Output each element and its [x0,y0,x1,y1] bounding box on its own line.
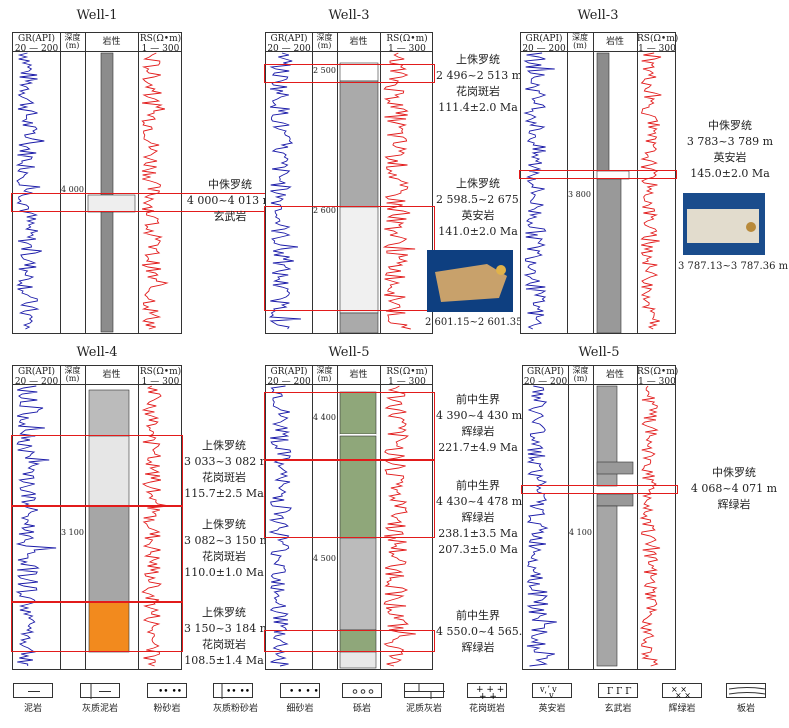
legend-item: 泥质灰岩 [404,683,445,714]
depth-label: 4 100 [569,528,592,537]
svg-text:+ + +: + + + [476,685,504,695]
highlight-interval [264,460,435,538]
depth-label: 4 500 [313,554,336,563]
mudstone-pattern-icon [13,683,53,698]
legend-item: • • • • 细砂岩 [280,683,320,714]
depth-label: 2 600 [313,206,336,215]
log-frame: GR(API)20 — 200 深度 (m) 岩性 RS(Ω•m)1 — 300… [520,32,678,334]
svg-text:+ +: + + [479,692,497,702]
svg-text:ʼ v: ʼ v [544,691,554,700]
legend-item: 泥岩 [13,683,53,714]
legend-item: •• •• 粉砂岩 [147,683,187,714]
gr-range: 20 — 200 [14,44,59,54]
highlight-interval [264,64,435,83]
panel-title: Well-4 [76,345,118,360]
legend-item: 砾岩 [342,683,382,714]
depth-label: 3 100 [61,528,84,537]
log-frame: GR(API)20 — 200 深度 (m) 岩性 RS(Ω•m)1 — 300… [12,32,182,334]
highlight-interval [11,602,183,652]
panel-title: Well-5 [328,345,370,360]
highlight-interval [519,170,677,179]
legend-item: •• •• 灰质粉砂岩 [213,683,258,714]
conglomerate-pattern-icon [342,683,382,698]
highlight-interval [264,206,435,311]
svg-text:Γ Γ Γ: Γ Γ Γ [607,687,631,697]
panel-title: Well-1 [76,8,118,23]
core-sample-photo [683,193,765,255]
legend-item: Γ Γ Γ 玄武岩 [598,683,638,714]
svg-text:•• ••: •• •• [226,687,250,697]
svg-text:• • • •: • • • • [289,687,319,697]
panel-title: Well-5 [578,345,620,360]
svg-text:v ʼ v: v ʼ v [539,685,557,694]
panel-title: Well-3 [328,8,370,23]
highlight-interval [521,485,678,494]
depth-label: 2 500 [313,66,336,75]
log-curves [15,52,169,330]
svg-text:× ×: × × [675,691,691,700]
panel-title: Well-3 [577,8,619,23]
log-frame: GR(API)20 — 200 深度 (m) 岩性 RS(Ω•m)1 — 300… [265,365,433,670]
depth-label: 4 400 [313,413,336,422]
highlight-interval [11,506,183,602]
highlight-interval [264,630,435,652]
legend-item: 灰质泥岩 [80,683,120,714]
log-curves [526,385,661,667]
rs-header: RS(Ω•m) [139,34,182,44]
slate-pattern-icon [726,683,766,698]
log-curves [268,52,416,330]
svg-text:•• ••: •• •• [158,687,182,697]
photo-caption: 2 601.15~2 601.35 m [425,317,536,328]
rs-range: 1 — 300 [141,44,180,54]
svg-text:× ×: × × [671,685,687,694]
depth-header: 深度 (m) [64,33,81,50]
diabase-pattern-icon: × ×× × [662,683,702,700]
legend-item: × ×× × 辉绿岩 [662,683,702,714]
fine-sandstone-pattern-icon: • • • • [280,683,320,698]
legend-item: + + ++ + 花岗斑岩 [467,683,507,714]
log-curves [15,385,170,667]
granite-porphyry-pattern-icon: + + ++ + [467,683,507,702]
basalt-pattern-icon: Γ Γ Γ [598,683,638,698]
log-curves [523,52,662,330]
depth-label: 4 000 [61,185,84,194]
core-sample-photo [427,250,513,312]
log-curves [268,385,416,667]
depth-label: 3 800 [568,190,591,199]
lithology-header: 岩性 [102,37,121,47]
highlight-interval [264,392,435,460]
argillaceous-limestone-pattern-icon [404,683,445,699]
calcareous-siltstone-pattern-icon: •• •• [213,683,253,699]
log-frame: GR(API)20 — 200 深度 (m) 岩性 RS(Ω•m)1 — 300… [522,365,678,670]
legend-item: 板岩 [726,683,766,714]
siltstone-pattern-icon: •• •• [147,683,187,698]
calcareous-mudstone-pattern-icon [80,683,120,699]
log-frame: GR(API)20 — 200 深度 (m) 岩性 RS(Ω•m)1 — 300… [12,365,182,670]
gr-header: GR(API) [17,34,56,44]
highlight-interval [11,435,183,506]
photo-caption: 3 787.13~3 787.36 m [678,261,789,272]
